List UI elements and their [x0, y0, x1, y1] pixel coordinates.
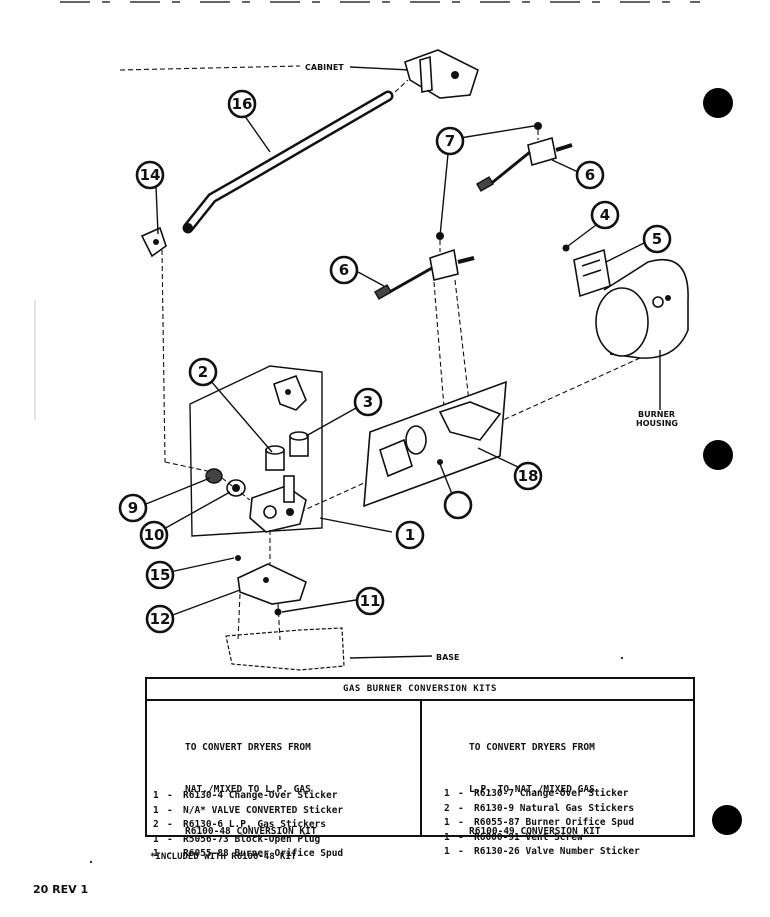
dryer-base [225, 627, 345, 671]
list-item: 1-R6130-4 Change-Over Sticker [153, 790, 338, 801]
svg-text:7: 7 [445, 132, 455, 150]
svg-text:3: 3 [363, 393, 373, 411]
footnote: *INCLUDED WITH R6100-48 KIT [150, 852, 297, 862]
base-label: BASE [436, 653, 460, 662]
binder-hole-top [703, 88, 733, 118]
burner-tube [182, 90, 394, 234]
igniter-plate [363, 380, 507, 508]
valve-mount-bracket [237, 563, 307, 605]
table-title: GAS BURNER CONVERSION KITS [147, 679, 693, 701]
burner-housing-label-2: HOUSING [636, 419, 678, 428]
svg-text:12: 12 [150, 610, 171, 628]
callout-6-lower: 6 [329, 255, 359, 285]
burner-housing [595, 258, 689, 359]
binder-hole-bottom [712, 805, 742, 835]
callout-10: 10 [139, 520, 169, 550]
conversion-kits-table: GAS BURNER CONVERSION KITS TO CONVERT DR… [145, 677, 697, 859]
kit-heading-right: TO CONVERT DRYERS FROM L.P. TO NAT./MIXE… [469, 742, 601, 837]
screw-13 [235, 555, 241, 561]
callout-6-upper: 6 [575, 160, 605, 190]
valve-bracket [273, 374, 307, 411]
igniter-lower [373, 232, 475, 300]
block-open-plug [226, 479, 246, 497]
kit-items-left: 1-R6130-4 Change-Over Sticker 1-N/A* VAL… [153, 789, 343, 862]
callout-2: 2 [188, 357, 218, 387]
list-item: 1-R6055-88 Burner Orifice Spud [153, 848, 344, 859]
callout-15: 16 [227, 89, 257, 119]
kit-items-right: 1-R6130-7 Change-Over Sticker 2-R6130-9 … [444, 787, 640, 860]
cabinet-edge [119, 65, 301, 71]
orifice-spud [205, 468, 223, 484]
callout-4: 4 [590, 200, 620, 230]
svg-text:6: 6 [585, 166, 595, 184]
list-item: 2-R6130-6 L.P. Gas Stickers [153, 819, 326, 830]
svg-text:10: 10 [144, 526, 165, 544]
burner-housing-label-1: BURNER [638, 410, 675, 419]
screw-4 [562, 244, 570, 252]
svg-text:9: 9 [128, 499, 138, 517]
gas-valve [249, 475, 307, 533]
list-item: 1-R6055-87 Burner Orifice Spud [444, 817, 635, 828]
callout-5: 5 [642, 224, 672, 254]
svg-text:4: 4 [600, 206, 610, 224]
orifice-bracket [140, 226, 167, 258]
valve-coil-3 [289, 431, 309, 457]
svg-text:2: 2 [198, 363, 208, 381]
valve-coil-2 [265, 445, 285, 471]
svg-text:1: 1 [405, 526, 415, 544]
cabinet-bracket [404, 49, 479, 99]
svg-text:5: 5 [652, 230, 662, 248]
cabinet-label: CABINET [305, 63, 344, 72]
svg-text:16: 16 [232, 95, 253, 113]
list-item: 2-R6130-9 Natural Gas Stickers [444, 802, 635, 814]
binder-hole-middle [703, 440, 733, 470]
page-number: 20 REV 1 [33, 883, 89, 896]
svg-text:18: 18 [518, 467, 539, 485]
list-item: 1-R6130-26 Valve Number Sticker [444, 846, 640, 857]
callout-18 [443, 490, 473, 520]
kit-heading-left: TO CONVERT DRYERS FROM NAT./MIXED TO L.P… [185, 742, 317, 837]
callout-16: 18 [513, 461, 543, 491]
svg-text:15: 15 [150, 566, 171, 584]
list-item: 1-R5056-73 Block-Open Plug [153, 833, 321, 845]
svg-text:11: 11 [360, 592, 381, 610]
list-item: 1-N/A* VALVE CONVERTED Sticker [153, 804, 344, 816]
callout-12: 12 [145, 604, 175, 634]
svg-text:14: 14 [140, 166, 161, 184]
list-item: 1-R6000-91 Vent Screw [444, 831, 583, 843]
callout-14: 14 [135, 160, 165, 190]
list-item: 1-R6130-7 Change-Over Sticker [444, 788, 629, 799]
kit-column-r6100-49: TO CONVERT DRYERS FROM L.P. TO NAT./MIXE… [422, 701, 697, 857]
kit-column-r6100-48: TO CONVERT DRYERS FROM NAT./MIXED TO L.P… [147, 701, 422, 859]
svg-text:6: 6 [339, 261, 349, 279]
flame-sensor-upper [475, 122, 573, 192]
callout-1: 1 [395, 520, 425, 550]
callout-11: 11 [355, 586, 385, 616]
callout-7: 7 [435, 126, 465, 156]
callout-3: 3 [353, 387, 383, 417]
callout-9: 9 [118, 493, 148, 523]
screw-11 [274, 608, 282, 616]
callout-13: 15 [145, 560, 175, 590]
